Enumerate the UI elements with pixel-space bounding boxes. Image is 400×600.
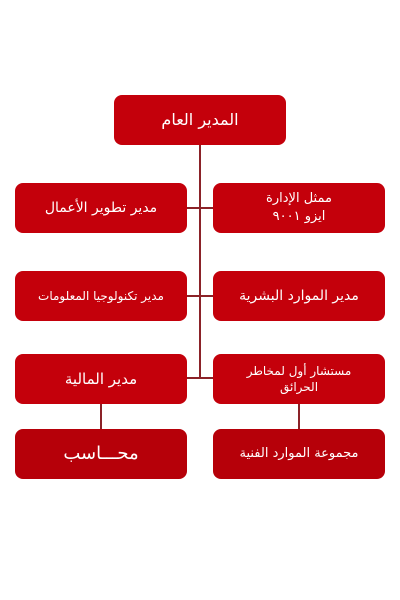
hr-manager-box: مدير الموارد البشرية — [213, 271, 385, 321]
fire-risk-consultant-text: مستشار أول لمخاطر الحرائق — [247, 363, 352, 395]
general-manager-box: المدير العام — [114, 95, 286, 145]
fire-risk-consultant-box: مستشار أول لمخاطر الحرائق — [213, 354, 385, 404]
finance-manager-label: مدير المالية — [64, 369, 138, 388]
management-representative-box: ممثل الإدارة ايزو ٩٠٠١ — [213, 183, 385, 233]
fire-risk-consultant-label-line1: مستشار أول لمخاطر — [246, 363, 352, 378]
management-representative-text: ممثل الإدارة ايزو ٩٠٠١ — [266, 190, 332, 225]
business-development-manager-box: مدير تطوير الأعمال — [15, 183, 187, 233]
technical-resources-group-box: مجموعة الموارد الفنية — [213, 429, 385, 479]
it-manager-box: مدير تكنولوجيا المعلومات — [15, 271, 187, 321]
it-manager-label: مدير تكنولوجيا المعلومات — [38, 288, 164, 303]
fire-risk-consultant-label-line2: الحرائق — [279, 380, 319, 394]
accountant-label: محـــاسب — [63, 442, 139, 464]
general-manager-label: المدير العام — [161, 110, 239, 130]
hr-manager-label: مدير الموارد البشرية — [239, 287, 359, 304]
finance-manager-box: مدير المالية — [15, 354, 187, 404]
management-representative-label: ممثل الإدارة — [266, 191, 332, 207]
technical-resources-group-label: مجموعة الموارد الفنية — [239, 446, 359, 462]
business-development-manager-label: مدير تطوير الأعمال — [44, 199, 158, 216]
accountant-box: محـــاسب — [15, 429, 187, 479]
iso-label: ايزو ٩٠٠١ — [272, 209, 326, 224]
